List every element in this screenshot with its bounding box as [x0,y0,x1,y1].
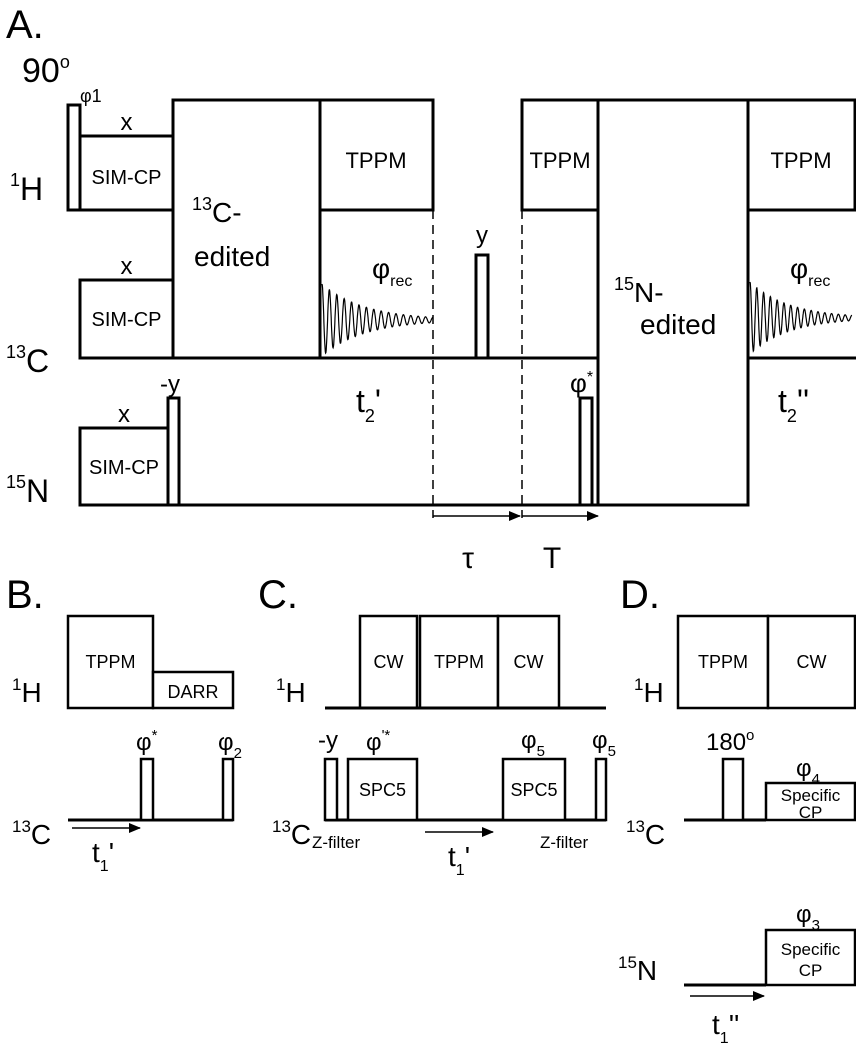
h-simcp-block [78,134,175,212]
c-simcp-label: SIM-CP [92,309,162,331]
d-n-cp-label: CP [799,961,823,980]
c-cw-label-1: CW [374,652,404,672]
n-minus-y-pulse [166,396,181,507]
c-cw-label-2: CW [514,652,544,672]
d-cw-block [766,614,856,710]
d-tppm-block [676,614,770,710]
b-t1-label: t1' [92,837,114,875]
n-edited-label-2: edited [640,309,716,340]
c-edited-block [171,98,322,360]
channel-1h-label: 1H [10,170,43,207]
n-simcp-label: SIM-CP [89,457,159,479]
h-tppm-block-1 [318,98,435,212]
channel-15n-label: 15N [6,472,49,509]
c-cw-block-1 [358,614,419,710]
n-edited-label-1: 15N- [614,274,664,308]
c-edited-label-1: 13C- [192,194,242,228]
b-phi2-pulse [221,757,235,822]
h-tppm-label-3: TPPM [770,148,831,173]
c-zfilter-label-2: Z-filter [540,833,589,852]
b-tppm-label: TPPM [85,652,135,672]
c-13c-label: 13C [272,817,311,850]
n-phistar-pulse [578,396,594,507]
d-c-specific-label: Specific [781,786,841,805]
t2-doubleprime-label: t2'' [778,383,809,426]
b-1h-label: 1H [12,675,42,708]
c-tppm-label: TPPM [434,652,484,672]
c-1h-label: 1H [276,675,306,708]
panel-d-label: D. [620,573,660,617]
c-y-pulse [474,253,490,360]
c-edited-label-2: edited [194,241,270,272]
c-spc5-label-1: SPC5 [359,780,406,800]
panel-c-label: C. [258,573,298,617]
d-180-pulse [721,757,745,822]
pulse-90-label: 90o [22,52,70,90]
b-phistar-label: φ* [136,727,158,756]
h-x-phase: x [121,109,133,136]
d-180-label: 180o [706,727,754,756]
c-phi5-label-1: φ5 [521,727,545,760]
c-phi5-label-2: φ5 [592,727,616,760]
T-label: T [543,542,561,575]
b-phistar-pulse [139,757,155,822]
h-simcp-label: SIM-CP [92,167,162,189]
n-phistar-label: φ* [570,368,593,398]
d-15n-label: 15N [618,953,657,986]
c-zfilter-label-1: Z-filter [312,833,361,852]
c-x-phase: x [121,253,133,280]
d-c-specific-cp-block [764,781,856,822]
d-n-specific-label: Specific [781,940,841,959]
h-tppm-block-3 [746,98,856,212]
panel-a: A. 90o φ1 1H 13C 15N SIM-CP x TPPM TPPM … [6,3,856,575]
b-13c-label: 13C [12,817,51,850]
b-darr-block [151,670,235,710]
b-phi2-label: φ2 [218,729,242,762]
phi1-label: φ1 [80,86,102,106]
c-minus-y-pulse [323,757,339,822]
d-c-cp-label: CP [799,803,823,822]
h-90-pulse [66,103,82,212]
channel-13c-label: 13C [6,342,49,379]
d-1h-label: 1H [634,675,664,708]
b-darr-label: DARR [167,682,218,702]
d-n-specific-cp-block [764,928,856,987]
d-phi4-label: φ4 [796,755,820,788]
t2-prime-label: t2' [356,383,381,426]
d-13c-label: 13C [626,817,665,850]
panel-b: B. TPPM DARR 1H φ* φ2 13C t1' [6,573,242,875]
panel-b-label: B. [6,573,44,617]
d-phi3-label: φ3 [796,901,820,934]
phi-rec-label-2: φrec [790,253,830,290]
d-cw-label: CW [797,652,827,672]
c-t1-label: t1' [448,841,470,879]
c-spc5-label-2: SPC5 [510,780,557,800]
c-tppm-block [418,614,500,710]
h-tppm-label-2: TPPM [529,148,590,173]
c-cw-block-2 [496,614,561,710]
d-tppm-label: TPPM [698,652,748,672]
c-spc5-block-2 [501,757,567,822]
c-minus-y-label: -y [318,727,338,754]
c-spc5-block-1 [346,757,419,822]
c-simcp-block [78,278,175,360]
c-fid-2 [749,281,853,353]
d-t1-label: t1'' [712,1009,739,1047]
c-phiprimestar-label: φ'* [366,727,390,756]
panel-a-label: A. [6,3,44,47]
n-x-phase: x [118,401,130,428]
panel-d: D. TPPM CW 1H 180o Specific CP φ4 13C Sp… [618,573,856,1047]
h-tppm-label-1: TPPM [345,148,406,173]
n-minus-y-phase: -y [160,371,180,398]
h-tppm-block-2 [520,98,600,212]
c-fid-1 [321,283,434,355]
b-tppm-block [66,614,155,710]
tau-label: τ [462,542,474,575]
panel-c: C. CW TPPM CW 1H -y SPC5 φ'* SPC5 φ5 φ5 … [258,573,616,879]
c-y-phase: y [476,222,488,249]
c-phi5-pulse [594,757,608,822]
phi-rec-label-1: φrec [372,253,412,290]
n-edited-block [596,98,750,507]
